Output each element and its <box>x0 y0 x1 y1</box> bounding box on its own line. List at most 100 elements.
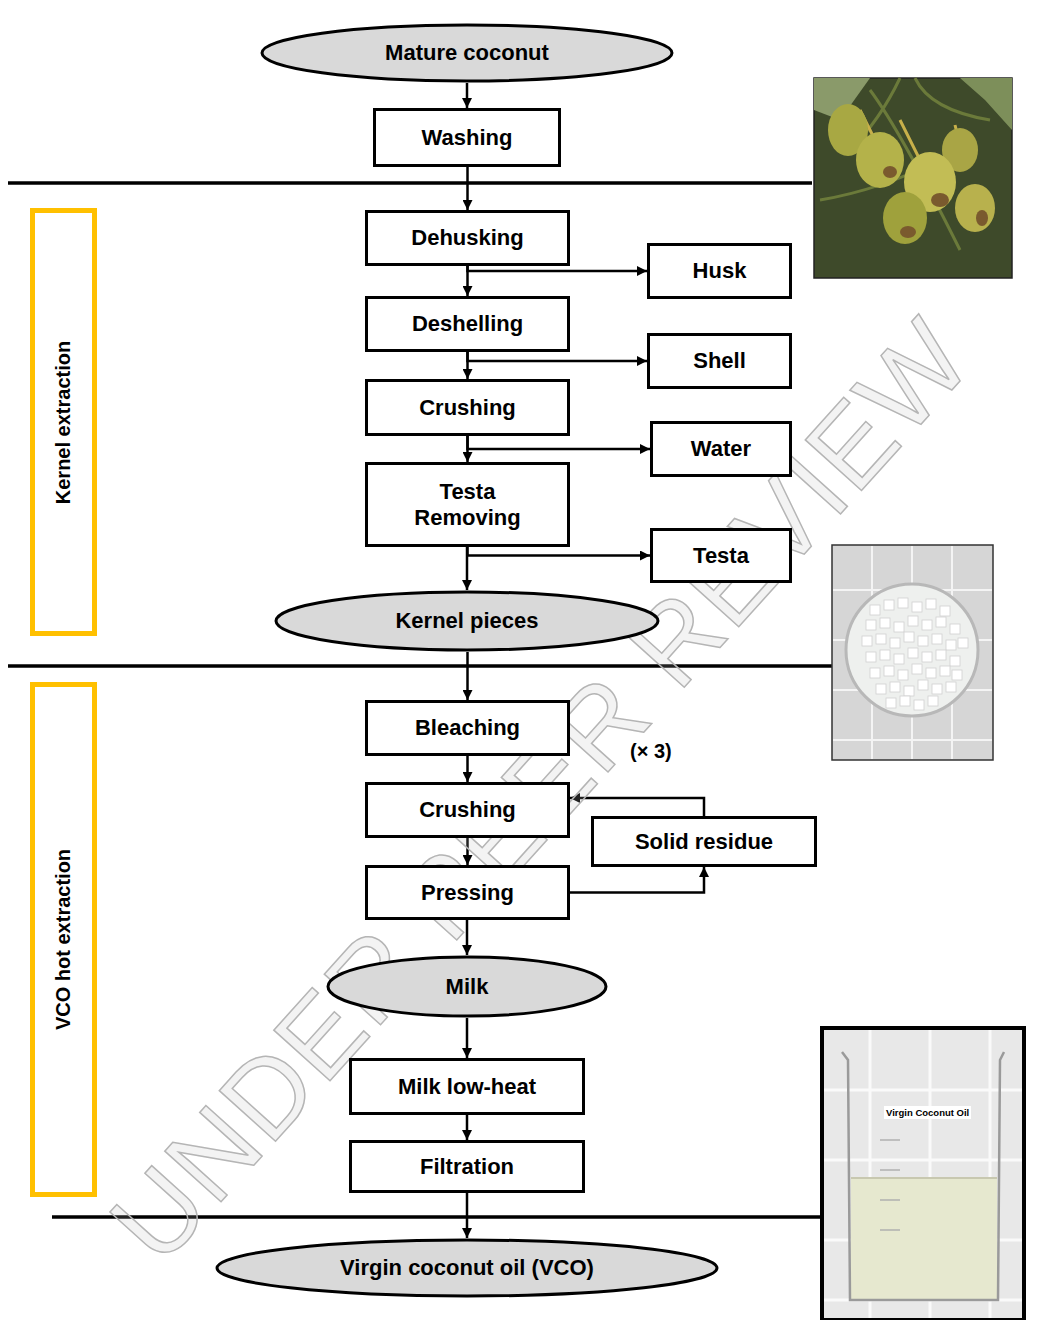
kernel-photo <box>880 650 890 660</box>
flow-arrow <box>466 1115 469 1140</box>
flow-arrow <box>466 652 469 700</box>
kernel-photo <box>890 638 900 648</box>
kernel-photo <box>870 668 880 678</box>
kernel-photo <box>894 622 904 632</box>
flow-arrow <box>468 547 651 556</box>
node-label: Washing <box>422 125 513 150</box>
kernel-photo <box>890 682 900 692</box>
flow-arrow <box>466 436 469 462</box>
ellipse-outline <box>262 25 672 81</box>
node-label: Testa <box>693 543 749 568</box>
oil-photo <box>842 1052 1004 1300</box>
coconut-photo <box>814 78 1012 278</box>
kernel-photo <box>950 624 960 634</box>
separator-line <box>8 183 832 1217</box>
kernel-photo <box>922 652 932 662</box>
oil-photo <box>822 1028 1024 1320</box>
flow-arrow <box>466 1018 469 1058</box>
node-label: Solid residue <box>635 829 773 854</box>
node-label: Mature coconut <box>385 40 549 65</box>
stage-band: VCO hot extraction <box>30 682 97 1197</box>
product-ellipse: Milk <box>326 955 608 1018</box>
node-label: Dehusking <box>411 225 523 250</box>
node-label: Kernel pieces <box>395 608 538 633</box>
kernel-photo <box>914 700 924 710</box>
kernel-photo <box>958 638 968 648</box>
kernel-photo <box>936 650 946 660</box>
kernel-photo <box>922 620 932 630</box>
flow-arrow <box>466 83 469 108</box>
kernel-photo <box>928 696 938 706</box>
kernel-photo <box>898 598 908 608</box>
flow-arrow <box>466 547 469 590</box>
process-box: Washing <box>373 108 561 167</box>
flow-arrow <box>468 352 648 361</box>
coconut-photo <box>900 226 916 238</box>
kernel-photo <box>950 656 960 666</box>
coconut-photo <box>976 210 988 226</box>
kernel-photo <box>912 602 922 612</box>
kernel-photo <box>908 648 918 658</box>
stage-band: Kernel extraction <box>30 208 97 636</box>
kernel-photo <box>946 640 956 650</box>
node-label: Virgin coconut oil (VCO) <box>340 1255 594 1280</box>
oil-photo <box>880 1140 900 1230</box>
oil-photo <box>822 1028 1024 1320</box>
process-box: Bleaching <box>365 700 570 756</box>
kernel-photo <box>946 682 956 692</box>
kernel-photo <box>932 684 942 694</box>
kernel-photo <box>876 634 886 644</box>
start-ellipse: Mature coconut <box>260 23 674 83</box>
kernel-photo <box>898 670 908 680</box>
coconut-photo <box>883 166 897 178</box>
coconut-photo <box>883 192 927 244</box>
node-label: Testa Removing <box>403 479 533 530</box>
kernel-photo <box>900 696 910 706</box>
by-product-box: Shell <box>647 333 792 389</box>
separator-line <box>8 181 812 185</box>
kernel-photo <box>866 652 876 662</box>
node-label: Husk <box>693 258 747 283</box>
product-ellipse: Kernel pieces <box>274 590 660 652</box>
process-box: Milk low-heat <box>349 1058 585 1115</box>
kernel-photo <box>876 684 886 694</box>
flow-arrow <box>466 1193 469 1238</box>
process-box: Testa Removing <box>365 462 570 547</box>
kernel-photo <box>936 617 946 627</box>
node-label: Milk low-heat <box>398 1074 536 1099</box>
kernel-photo <box>846 584 978 716</box>
kernel-photo <box>952 670 962 680</box>
by-product-box: Testa <box>650 528 792 583</box>
flow-arrow <box>466 266 469 296</box>
kernel-photo <box>884 666 894 676</box>
kernel-photo <box>862 598 968 710</box>
process-box: Filtration <box>349 1140 585 1193</box>
coconut-photo <box>814 78 1012 278</box>
node-label: Water <box>691 436 751 461</box>
coconut-photo <box>960 78 1012 130</box>
stage-label: VCO hot extraction <box>52 849 75 1030</box>
photo-label: Virgin Coconut Oil <box>884 1106 971 1119</box>
end-ellipse: Virgin coconut oil (VCO) <box>215 1238 719 1298</box>
kernel-photo <box>880 618 890 628</box>
node-label: Milk <box>446 974 489 999</box>
kernel-photo <box>908 616 918 626</box>
process-box: Crushing <box>365 782 570 838</box>
process-box: Pressing <box>365 865 570 920</box>
kernel-photo <box>918 680 928 690</box>
kernel-photo <box>926 599 936 609</box>
process-box: Crushing <box>365 379 570 436</box>
by-product-box: Husk <box>647 243 792 299</box>
kernel-photo <box>866 620 876 630</box>
kernel-photo <box>862 636 872 646</box>
kernel-photo <box>904 686 914 696</box>
kernel-photo <box>940 606 950 616</box>
kernel-photo <box>926 668 936 678</box>
flow-arrow <box>468 266 648 271</box>
oil-photo <box>851 1177 997 1179</box>
oil-photo <box>824 1030 1022 1318</box>
kernel-photo <box>832 545 993 760</box>
node-label: Crushing <box>419 797 516 822</box>
kernel-photo <box>918 636 928 646</box>
photo-label: Virgin Coconut Oil <box>884 1106 971 1119</box>
